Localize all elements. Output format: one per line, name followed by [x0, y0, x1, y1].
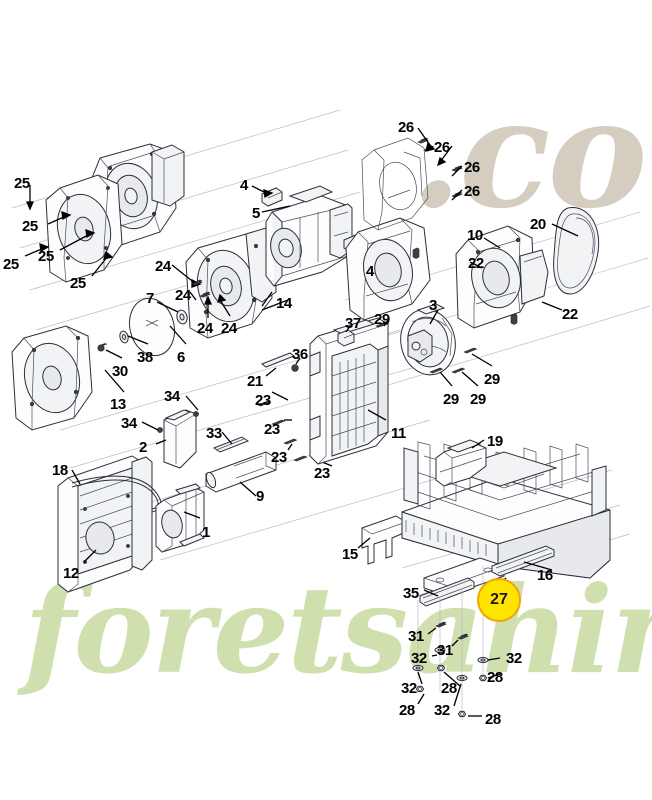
callout-12: 12 — [63, 565, 79, 582]
leader-lines-shaft — [221, 431, 257, 497]
callout-25: 25 — [70, 275, 86, 292]
part-group-top-left — [45, 143, 185, 283]
leader-lines-25 — [24, 185, 114, 277]
pin-22 — [412, 247, 518, 325]
callout-33: 33 — [206, 425, 222, 442]
callout-28: 28 — [485, 711, 501, 728]
callout-22: 22 — [562, 306, 578, 323]
leader-lines-disc — [104, 301, 187, 393]
part-group-disc — [97, 297, 188, 357]
callout-25: 25 — [14, 175, 30, 192]
callout-32: 32 — [411, 650, 427, 667]
callout-19: 19 — [487, 433, 503, 450]
part-group-pump — [185, 185, 353, 339]
part-bracket-2 — [157, 409, 199, 469]
leader-line-11 — [367, 409, 387, 421]
leader-lines-grille — [71, 469, 97, 563]
callout-5: 5 — [252, 205, 260, 222]
part-bracket-15 — [361, 515, 407, 565]
part-cover-19 — [435, 439, 487, 487]
part-rail-35 — [419, 577, 475, 607]
callout-23: 23 — [264, 421, 280, 438]
callout-25: 25 — [38, 248, 54, 265]
leader-lines-26 — [417, 127, 463, 201]
callout-26: 26 — [434, 139, 450, 156]
callout-34: 34 — [121, 415, 137, 432]
hardware-stack — [412, 621, 489, 718]
callout-26: 26 — [464, 183, 480, 200]
callout-37: 37 — [345, 315, 361, 332]
callout-28: 28 — [399, 702, 415, 719]
leader-lines-29 — [383, 309, 493, 387]
callout-22: 22 — [468, 255, 484, 272]
callout-28: 28 — [487, 669, 503, 686]
callout-7: 7 — [146, 290, 154, 307]
callout-35: 35 — [403, 585, 419, 602]
callout-26: 26 — [464, 159, 480, 176]
highlight-label: 27 — [490, 591, 508, 608]
callout-32: 32 — [506, 650, 522, 667]
callout-28: 28 — [441, 680, 457, 697]
part-housing-10 — [345, 137, 549, 329]
callout-29: 29 — [374, 311, 390, 328]
callout-36: 36 — [292, 346, 308, 363]
callout-25: 25 — [3, 256, 19, 273]
leader-lines-pump — [171, 185, 369, 318]
callout-18: 18 — [52, 462, 68, 479]
callout-21: 21 — [247, 373, 263, 390]
callout-2: 2 — [139, 439, 147, 456]
callout-14: 14 — [276, 295, 292, 312]
callout-4: 4 — [366, 263, 374, 280]
callout-3: 3 — [429, 297, 437, 314]
callout-24: 24 — [155, 258, 171, 275]
callout-38: 38 — [137, 349, 153, 366]
callout-31: 31 — [408, 628, 424, 645]
callout-30: 30 — [112, 363, 128, 380]
fasteners-mid — [257, 352, 307, 462]
part-motor-3 — [400, 303, 456, 376]
callout-1: 1 — [202, 524, 210, 541]
callout-31: 31 — [437, 642, 453, 659]
part-impeller-1 — [155, 483, 205, 553]
part-rail-16 — [491, 545, 555, 577]
highlight-marker-27[interactable]: 27 — [477, 578, 521, 622]
callout-32: 32 — [401, 680, 417, 697]
callout-29: 29 — [443, 391, 459, 408]
callout-26: 26 — [398, 119, 414, 136]
callout-29: 29 — [484, 371, 500, 388]
part-grille-12 — [57, 455, 153, 593]
leader-lines-hardware — [417, 627, 501, 717]
callout-20: 20 — [530, 216, 546, 233]
callout-23: 23 — [255, 392, 271, 409]
callout-6: 6 — [177, 349, 185, 366]
leader-lines-bracket — [141, 395, 199, 445]
callout-9: 9 — [256, 488, 264, 505]
callout-23: 23 — [314, 465, 330, 482]
part-radiator-11 — [309, 317, 389, 465]
callout-25: 25 — [22, 218, 38, 235]
callout-13: 13 — [110, 396, 126, 413]
part-fan-cover-13 — [11, 325, 93, 431]
callout-32: 32 — [434, 702, 450, 719]
callout-15: 15 — [342, 546, 358, 563]
part-belt-20 — [553, 207, 600, 295]
callout-34: 34 — [164, 388, 180, 405]
part-key-33 — [212, 436, 250, 453]
part-shaft-9 — [205, 451, 277, 493]
callout-10: 10 — [467, 227, 483, 244]
callout-4: 4 — [240, 177, 248, 194]
part-base-frame — [401, 441, 611, 579]
leader-lines-belt — [469, 223, 579, 311]
callout-23: 23 — [271, 449, 287, 466]
callout-24: 24 — [221, 320, 237, 337]
callout-16: 16 — [537, 567, 553, 584]
callout-24: 24 — [197, 320, 213, 337]
callout-11: 11 — [391, 425, 406, 442]
callout-29: 29 — [470, 391, 486, 408]
callout-24: 24 — [175, 287, 191, 304]
